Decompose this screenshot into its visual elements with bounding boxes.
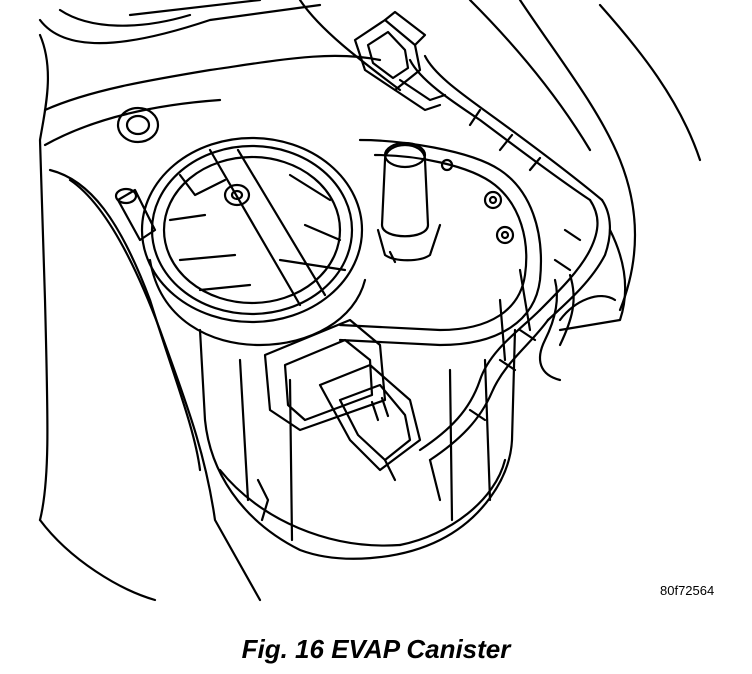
upper-harness-connector <box>355 12 445 110</box>
figure-caption: Fig. 16 EVAP Canister <box>0 634 752 665</box>
canister-round-cover <box>142 138 365 345</box>
canister-body <box>200 330 515 559</box>
figure-code-label: 80f72564 <box>660 583 715 598</box>
hose-nipple <box>116 189 155 240</box>
caption-number: Fig. 16 <box>241 634 324 664</box>
caption-title: EVAP Canister <box>331 634 511 664</box>
canister-top-housing <box>340 140 541 360</box>
body-panel-outline <box>40 0 700 600</box>
grommet-hole <box>118 108 158 142</box>
vent-port <box>378 143 440 262</box>
electrical-connector <box>265 320 420 480</box>
wiring-harness <box>410 56 610 460</box>
evap-canister-illustration <box>0 0 752 620</box>
